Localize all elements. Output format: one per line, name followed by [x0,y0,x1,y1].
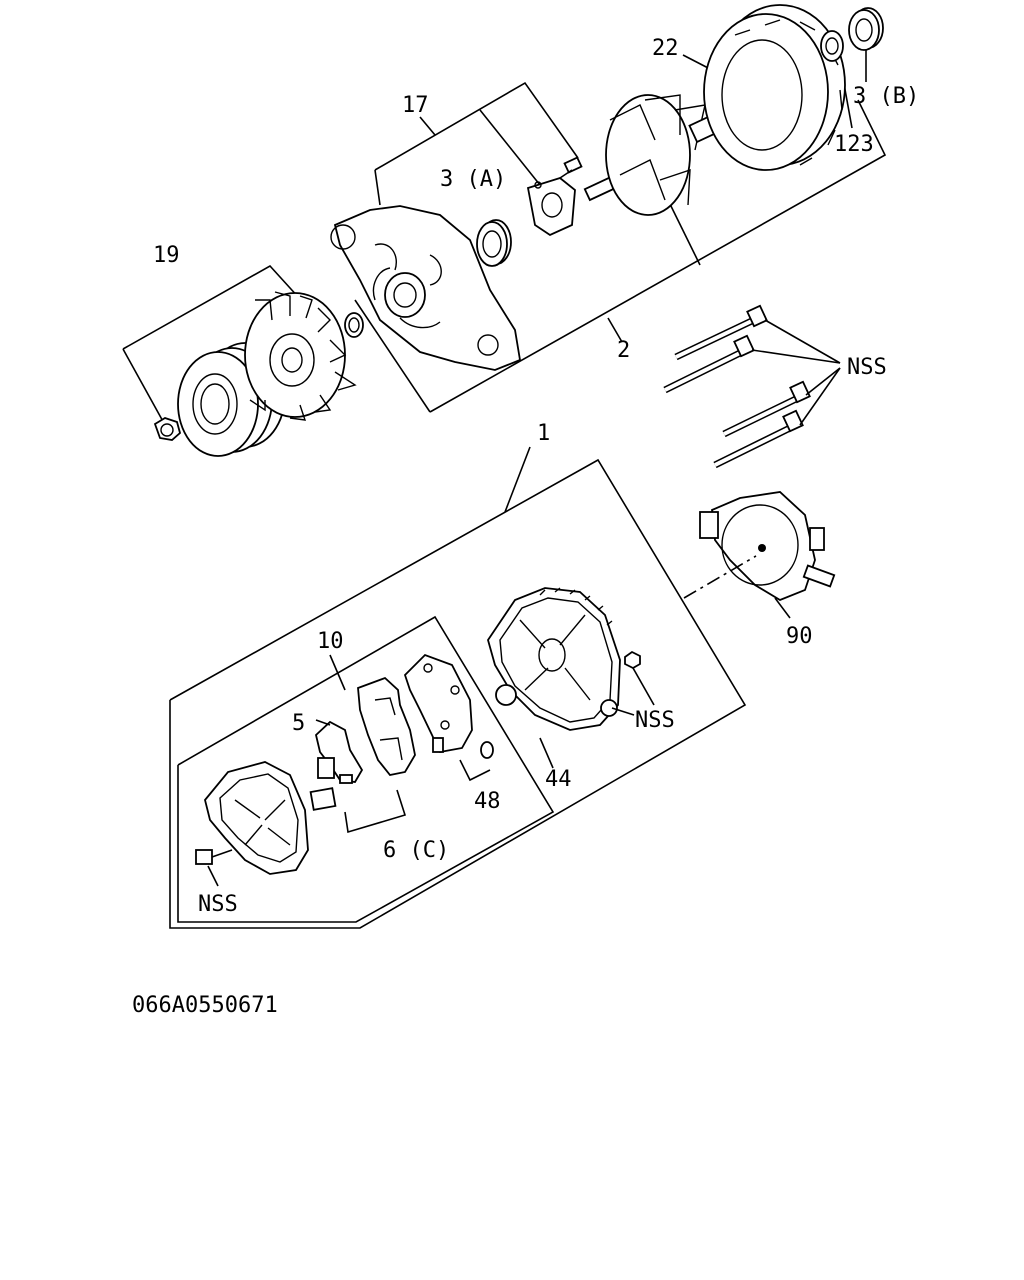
callout-19: 19 [153,243,180,268]
callout-nss-bolts: NSS [847,355,887,380]
callout-5: 5 [292,711,305,736]
group-10-bracket [177,615,555,923]
group-1-bracket [169,446,747,929]
callout-10: 10 [317,629,344,654]
screw-icon [559,156,583,179]
drawing-code: 066A0550671 [132,993,278,1018]
rectifier-icon [403,653,494,782]
seal-ring-icon [344,312,364,338]
callout-nss-screw: NSS [198,892,238,917]
callout-123: 123 [834,132,874,157]
pulley-nut-icon [153,417,182,441]
callout-1: 1 [537,421,550,446]
front-housing-icon [330,205,522,371]
through-bolts-icon [663,304,841,469]
bearing-123-icon [820,30,844,62]
group-17-bracket [374,81,579,206]
callout-90: 90 [786,624,813,649]
callout-nss-nut: NSS [635,708,675,733]
callout-17: 17 [402,93,429,118]
callout-3b: 3 (B) [853,84,919,109]
callout-2: 2 [617,338,630,363]
bearing-3a-icon [476,219,512,267]
brush-holder-icon [309,719,407,834]
callout-22: 22 [652,36,679,61]
callout-48: 48 [474,789,501,814]
stator-icon [703,4,846,171]
retainer-plate-icon [526,176,576,237]
callout-6c: 6 (C) [383,838,449,863]
fan-icon [244,291,357,421]
regulator-icon [357,676,416,776]
callout-44: 44 [545,767,572,792]
bearing-3b-icon [848,7,884,51]
rear-nut-icon [611,650,655,716]
callout-3a: 3 (A) [440,167,506,192]
rotor-leader [667,199,701,266]
vacuum-pump-icon [683,491,836,619]
rear-cover-icon [195,761,309,887]
rear-housing-icon [487,587,621,769]
